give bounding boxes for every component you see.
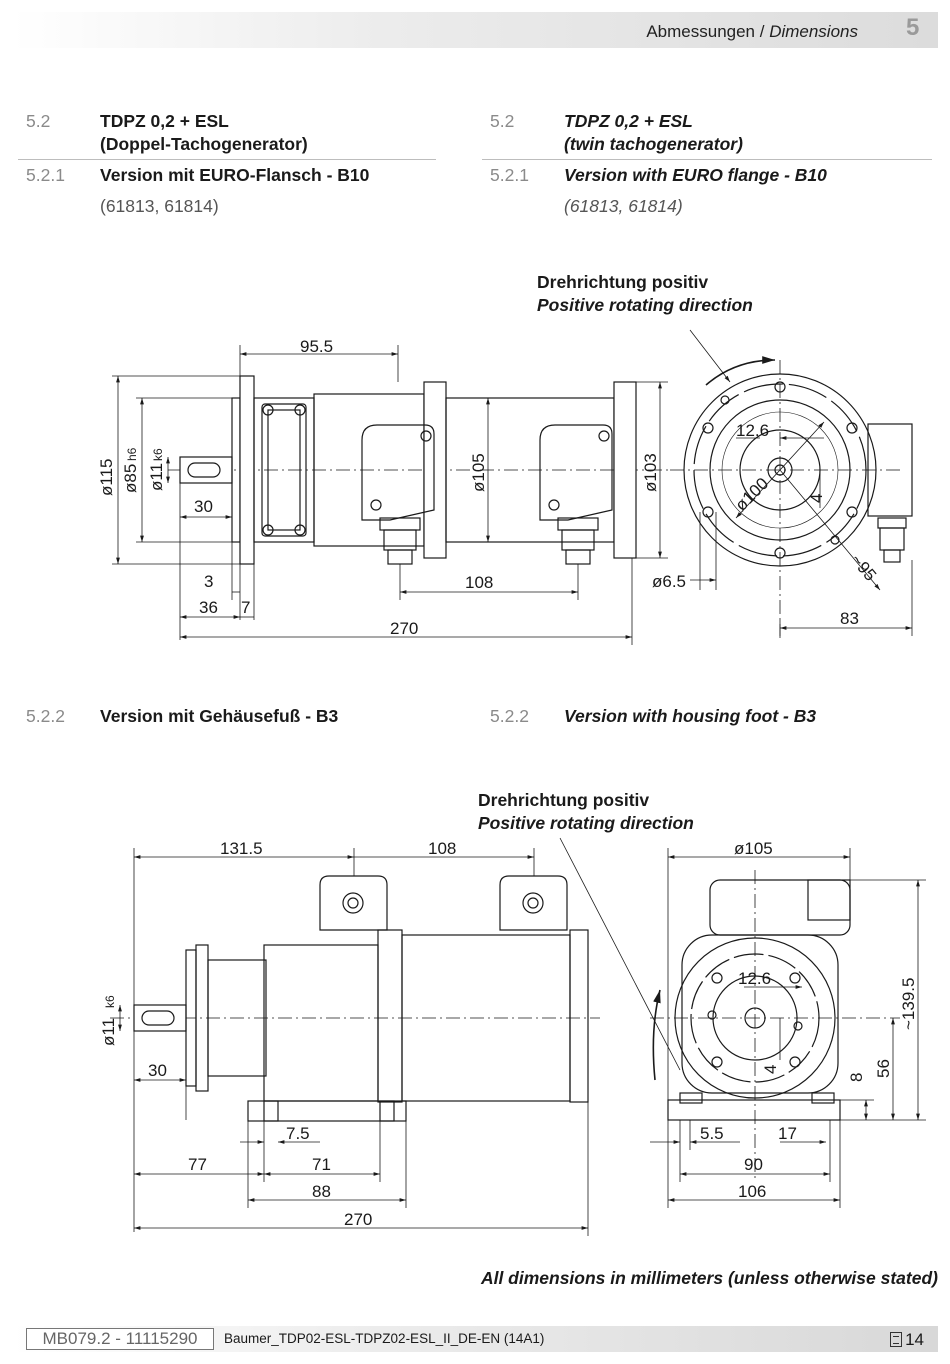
dim-106: 106 [738, 1182, 766, 1201]
document-name: Baumer_TDP02-ESL-TDPZ02-ESL_II_DE-EN (14… [224, 1331, 545, 1346]
rotation-label-de: Drehrichtung positiv [537, 272, 708, 292]
units-note: All dimensions in millimeters (unless ot… [480, 1268, 938, 1288]
dim-3: 3 [204, 572, 213, 591]
dim-77: 77 [188, 1155, 207, 1174]
dim-d100: ø100 [731, 474, 772, 515]
page-number: 14 [890, 1330, 924, 1350]
dim-131-5: 131.5 [220, 839, 263, 858]
rotation-label-en: Positive rotating direction [478, 813, 694, 833]
dim-108: 108 [465, 573, 493, 592]
b3-side-view [110, 848, 600, 1236]
dim-30: 30 [194, 497, 213, 516]
page-number-value: 14 [905, 1330, 924, 1349]
dim-4: 4 [807, 494, 826, 503]
dim-4: 4 [761, 1065, 780, 1074]
dim-d103: ø103 [641, 453, 660, 492]
section-title-en: Version with EURO flange - B10 [564, 165, 827, 185]
section-number: 5.2 [490, 111, 515, 131]
section-number: 5.2.2 [490, 706, 529, 726]
header-title-en: Dimensions [769, 22, 858, 41]
b3-front-view [559, 837, 926, 1208]
dim-k6: k6 [103, 995, 117, 1008]
dim-108: 108 [428, 839, 456, 858]
dim-d11: ø11 [147, 463, 166, 491]
document-id: MB079.2 - 11115290 [26, 1328, 214, 1350]
section-subtitle-en: (twin tachogenerator) [564, 134, 743, 154]
b10-front-view [670, 329, 913, 640]
section-rule [18, 159, 436, 160]
dim-71: 71 [312, 1155, 331, 1174]
section-number: 5.2 [26, 111, 51, 131]
header-title-de: Abmessungen [646, 22, 756, 41]
section-number: 5.2.2 [26, 706, 65, 726]
dim-d6-5: ø6.5 [652, 572, 686, 591]
dim-30: 30 [148, 1061, 167, 1080]
dim-7: 7 [241, 598, 250, 617]
rotation-label-en: Positive rotating direction [537, 295, 753, 315]
section-title-de: TDPZ 0,2 + ESL [100, 111, 229, 131]
section-title-de: Version mit EURO-Flansch - B10 [100, 165, 370, 185]
b10-side-view [112, 345, 670, 645]
section-title-en: TDPZ 0,2 + ESL [564, 111, 693, 131]
dim-12-6: 12.6 [738, 969, 771, 988]
dim-83: 83 [840, 609, 859, 628]
article-codes-de: (61813, 61814) [100, 196, 219, 216]
page-icon [890, 1332, 903, 1347]
dim-5-5: 5.5 [700, 1124, 724, 1143]
section-number: 5.2.1 [490, 165, 529, 185]
section-title-de: Version mit Gehäusefuß - B3 [100, 706, 339, 726]
dim-d115: ø115 [97, 459, 116, 497]
dim-h6: h6 [125, 447, 139, 461]
section-title-en: Version with housing foot - B3 [564, 706, 817, 726]
dim-7-5: 7.5 [286, 1124, 310, 1143]
dim-139-5: ~139.5 [899, 978, 918, 1030]
article-codes-en: (61813, 61814) [564, 196, 683, 216]
dim-12-6: 12.6 [736, 421, 769, 440]
dim-88: 88 [312, 1182, 331, 1201]
dim-8: 8 [847, 1073, 866, 1082]
dim-d105: ø105 [469, 453, 488, 492]
dim-270: 270 [390, 619, 418, 638]
dim-95-approx: ~95 [847, 550, 880, 584]
header-title-sep: / [755, 22, 770, 41]
dim-d105: ø105 [734, 839, 773, 858]
dim-d11: ø11 [99, 1018, 118, 1046]
rotation-label-de: Drehrichtung positiv [478, 790, 649, 810]
chapter-number: 5 [906, 14, 920, 41]
dim-270: 270 [344, 1210, 372, 1229]
dim-17: 17 [778, 1124, 797, 1143]
dim-95-5: 95.5 [300, 337, 333, 356]
dim-90: 90 [744, 1155, 763, 1174]
header-title: Abmessungen / Dimensions [646, 22, 858, 42]
header-bar [12, 12, 938, 48]
dim-k6: k6 [151, 448, 165, 461]
dim-56: 56 [874, 1059, 893, 1078]
dim-36: 36 [199, 598, 218, 617]
section-number: 5.2.1 [26, 165, 65, 185]
dim-d85: ø85 [121, 464, 140, 493]
section-subtitle-de: (Doppel-Tachogenerator) [100, 134, 308, 154]
section-rule [482, 159, 932, 160]
